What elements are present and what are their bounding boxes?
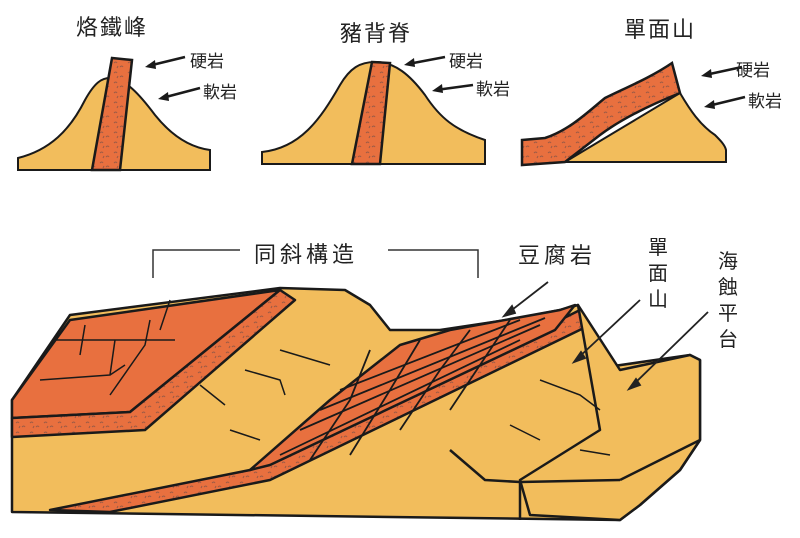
hogback-peak-panel xyxy=(17,55,211,172)
hogback-peak-hard-rock-label: 硬岩 xyxy=(190,52,224,72)
block-diagram xyxy=(10,286,702,522)
cuesta-hard-rock-label: 硬岩 xyxy=(736,61,770,81)
wave-cut-platform-label: 海蝕平台 xyxy=(718,249,738,351)
cuesta-block-label: 單面山 xyxy=(648,235,668,311)
hogback-peak-title: 烙鐵峰 xyxy=(76,16,149,41)
hogback-ridge-soft-rock-label: 軟岩 xyxy=(476,80,510,100)
homoclinal-bracket xyxy=(152,249,479,278)
hogback-ridge-panel xyxy=(261,55,486,166)
cuesta-panel xyxy=(520,60,746,167)
cuesta-title: 單面山 xyxy=(624,18,697,43)
homoclinal-structure-label: 同斜構造 xyxy=(254,243,359,268)
hogback-ridge-title: 豬背脊 xyxy=(340,22,413,47)
hogback-ridge-hard-rock-label: 硬岩 xyxy=(449,52,483,72)
tofu-rock-label: 豆腐岩 xyxy=(518,244,597,269)
block-label-arrows xyxy=(501,281,709,391)
cuesta-soft-rock-label: 軟岩 xyxy=(748,92,782,112)
hogback-peak-soft-rock-label: 軟岩 xyxy=(203,83,237,103)
